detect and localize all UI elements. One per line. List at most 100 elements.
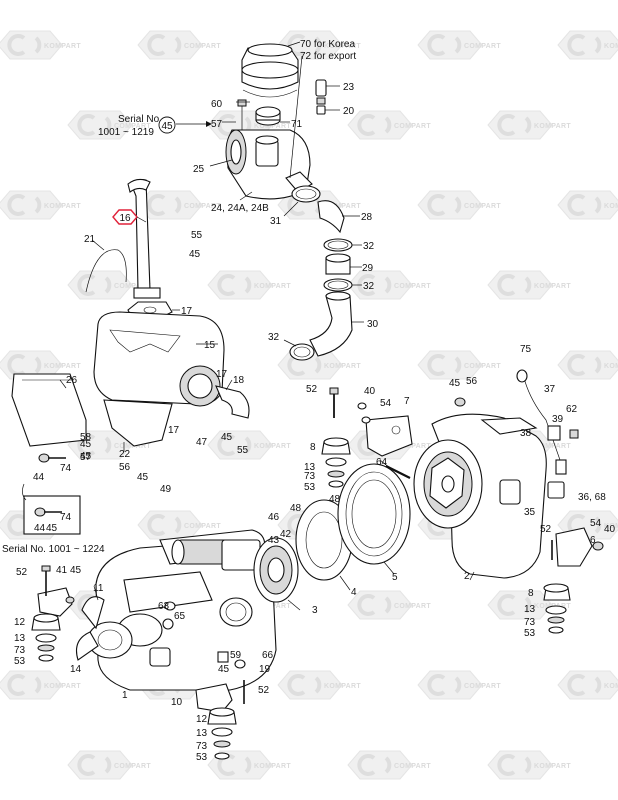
label-13-right: 13	[524, 604, 536, 615]
watermark-text: KOMPART	[254, 283, 291, 290]
watermark-text: KOMPART	[604, 203, 618, 210]
watermark-text: KOMPART	[534, 123, 571, 130]
serial-note-top-line1: Serial No.	[118, 114, 162, 125]
label-17-top: 17	[181, 306, 193, 317]
serial-note-top-line2: 1001 ~ 1219	[98, 127, 154, 138]
watermark-tile: KOMPART	[206, 109, 291, 141]
label-57-b: 57	[80, 452, 92, 463]
label-35: 35	[524, 507, 536, 518]
label-48-b: 48	[329, 494, 341, 505]
label-54-upper: 54	[380, 398, 392, 409]
watermark-tile: COMPART	[66, 109, 151, 141]
label-53-upper: 53	[304, 482, 316, 493]
watermark-text: KOMPART	[534, 283, 571, 290]
label-20: 20	[343, 106, 355, 117]
label-12-bottom: 12	[196, 714, 208, 725]
watermark-tile: KOMPART	[556, 349, 618, 381]
label-14: 14	[70, 664, 82, 675]
watermark-text: COMPART	[394, 763, 431, 770]
watermark-text: KOMPART	[44, 203, 81, 210]
watermark-tile: KOMPART	[486, 269, 571, 301]
muffler-group	[11, 178, 250, 452]
label-45-a: 45	[70, 565, 82, 576]
highlight-ref-label: 16	[119, 213, 131, 224]
watermark-text: KOMPART	[604, 683, 618, 690]
label-17-low: 17	[168, 425, 180, 436]
watermark-tile: KOMPART	[0, 349, 81, 381]
watermark-tile: COMPART	[416, 349, 501, 381]
label-39: 39	[552, 414, 564, 425]
label-60: 60	[211, 99, 223, 110]
label-45-h: 45	[449, 378, 461, 389]
label-32-c: 32	[268, 332, 280, 343]
label-45-f: 45	[221, 432, 233, 443]
watermark-tile: KOMPART	[486, 749, 571, 781]
callout-labels: 70 for Korea 72 for export Serial No. 10…	[2, 39, 616, 763]
label-2: 2	[464, 571, 470, 582]
watermark-tile: COMPART	[346, 109, 431, 141]
watermark-tile: COMPART	[416, 669, 501, 701]
coupling-group	[253, 459, 411, 611]
watermark-text: KOMPART	[324, 203, 361, 210]
note-export: 72 for export	[300, 51, 356, 62]
watermark-text: KOMPART	[534, 763, 571, 770]
label-75: 75	[520, 344, 532, 355]
label-52-right: 52	[540, 524, 552, 535]
label-45-g: 45	[189, 249, 201, 260]
engine-group	[75, 529, 277, 691]
watermark-tile: COMPART	[346, 589, 431, 621]
label-65: 65	[174, 611, 186, 622]
watermark-text: COMPART	[184, 203, 221, 210]
label-11: 11	[93, 583, 104, 594]
engine-mounts-group	[22, 453, 245, 760]
watermark-tile: COMPART	[346, 749, 431, 781]
watermark-text: KOMPART	[254, 763, 291, 770]
watermark-tile: KOMPART	[276, 669, 361, 701]
watermark-text: COMPART	[114, 763, 151, 770]
label-41: 41	[56, 565, 68, 576]
label-18: 18	[233, 375, 245, 386]
watermark-tile: COMPART	[66, 269, 151, 301]
label-10: 10	[171, 697, 183, 708]
watermark-tile: KOMPART	[276, 29, 361, 61]
label-49: 49	[160, 484, 172, 495]
watermark-text: KOMPART	[44, 683, 81, 690]
label-71: 71	[291, 119, 303, 130]
watermark-layer: KOMPART COMPART KOMPART COMPART KOMPART COMPA…	[0, 29, 618, 781]
label-31: 31	[270, 216, 282, 227]
watermark-tile: COMPART	[66, 429, 151, 461]
label-36-68: 36, 68	[578, 492, 606, 503]
label-62: 62	[566, 404, 578, 415]
watermark-text: KOMPART	[254, 443, 291, 450]
label-40-upper: 40	[364, 386, 376, 397]
label-57-a: 57	[211, 119, 223, 130]
label-32-a: 32	[363, 241, 375, 252]
serial-ref-circle	[158, 116, 176, 134]
label-17-mid: 17	[216, 369, 228, 380]
label-64: 64	[376, 457, 388, 468]
label-47: 47	[196, 437, 208, 448]
label-56-b: 56	[466, 376, 478, 387]
highlight-ref-16[interactable]: 16	[112, 209, 147, 225]
label-30: 30	[367, 319, 379, 330]
label-8-right: 8	[528, 588, 534, 599]
watermark-text: KOMPART	[604, 43, 618, 50]
label-44-a: 44	[33, 472, 45, 483]
label-73-left: 73	[14, 645, 26, 656]
watermark-text: KOMPART	[324, 363, 361, 370]
air-cleaner-group	[209, 41, 340, 217]
label-13-upper: 13	[304, 462, 316, 473]
watermark-tile: KOMPART	[276, 189, 361, 221]
watermark-tile: COMPART	[66, 749, 151, 781]
label-7: 7	[404, 396, 410, 407]
label-26: 26	[66, 375, 78, 386]
watermark-tile: COMPART	[136, 509, 221, 541]
watermark-tile: KOMPART	[206, 269, 291, 301]
label-59: 59	[230, 650, 242, 661]
label-52-left: 52	[16, 567, 28, 578]
watermark-text: COMPART	[114, 123, 151, 130]
label-43: 43	[268, 535, 280, 546]
watermark-text: KOMPART	[604, 523, 618, 530]
watermark-text: COMPART	[114, 443, 151, 450]
label-6: 6	[590, 535, 596, 546]
